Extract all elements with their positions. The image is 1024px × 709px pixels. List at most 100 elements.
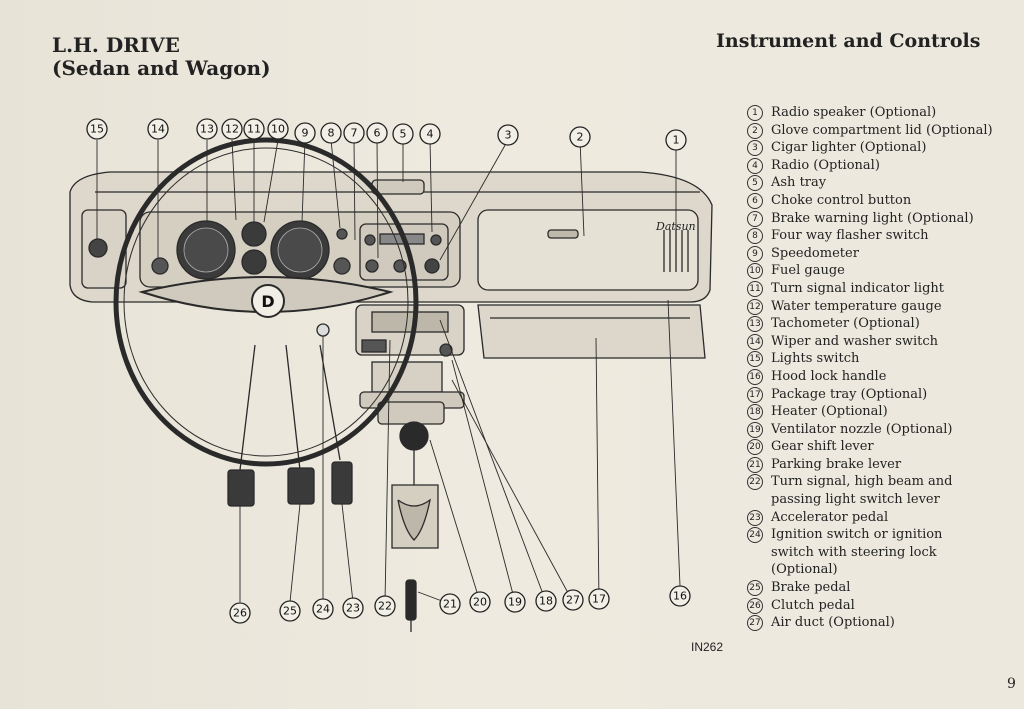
legend-item: 26 Clutch pedal: [747, 597, 1017, 615]
legend-item: 16 Hood lock handle: [747, 368, 1017, 386]
svg-text:18: 18: [539, 595, 553, 608]
legend-item: 7 Brake warning light (Optional): [747, 210, 1017, 228]
legend-label: Fuel gauge: [771, 263, 845, 279]
svg-text:14: 14: [151, 123, 165, 136]
legend-number-badge: 27: [747, 615, 763, 632]
svg-text:25: 25: [283, 605, 297, 618]
dashboard-brand: Datsun: [655, 220, 696, 233]
page-number: 9: [1007, 676, 1016, 692]
brake-pedal: [287, 467, 315, 505]
legend-number-badge: 7: [747, 210, 763, 227]
legend-label: Turn signal, high beam and passing light…: [771, 474, 953, 508]
svg-text:22: 22: [378, 600, 392, 613]
callout-25: 25: [279, 600, 301, 622]
legend-label: Radio speaker (Optional): [771, 105, 937, 120]
legend-number-badge: 5: [747, 175, 763, 192]
svg-text:7: 7: [351, 127, 358, 140]
legend-label: Speedometer: [771, 245, 859, 261]
callout-3: 3: [497, 124, 519, 146]
legend-item: 19 Ventilator nozzle (Optional): [747, 421, 1017, 439]
steering-wheel: [113, 137, 419, 467]
svg-text:8: 8: [328, 127, 335, 140]
top-callouts: 15 14 13 12 11 10 9 8 7 6 5 4 3 2 1: [86, 118, 687, 151]
legend-number-badge: 20: [747, 439, 763, 456]
callout-8: 8: [320, 122, 342, 144]
callout-11: 11: [243, 118, 265, 140]
legend-number-badge: 8: [747, 228, 763, 245]
svg-text:16: 16: [673, 590, 687, 603]
legend-number-badge: 4: [747, 157, 763, 174]
legend-number-badge: 21: [747, 456, 763, 473]
legend-number-badge: 12: [747, 298, 763, 315]
legend-item: 25 Brake pedal: [747, 579, 1017, 597]
callout-22: 22: [374, 595, 396, 617]
legend-item: 14 Wiper and washer switch: [747, 333, 1017, 351]
clutch-pedal: [227, 469, 255, 507]
legend-number-badge: 16: [747, 368, 763, 385]
bottom-callouts: 26 25 24 23 22 21 20 19 18 27 17 16: [229, 585, 691, 624]
callout-19: 19: [504, 591, 526, 613]
svg-text:20: 20: [473, 596, 487, 609]
legend-item: 1 Radio speaker (Optional): [747, 104, 1017, 122]
callout-21: 21: [439, 593, 461, 615]
section-heading-lhd: L.H. DRIVE (Sedan and Wagon): [52, 34, 271, 80]
legend-label: Brake pedal: [771, 580, 851, 596]
legend-number-badge: 10: [747, 263, 763, 280]
legend-label: Wiper and washer switch: [771, 333, 939, 349]
legend-number-badge: 19: [747, 421, 763, 438]
figure-code: IN262: [691, 640, 724, 654]
callout-15: 15: [86, 118, 108, 140]
callout-1: 1: [665, 129, 687, 151]
callout-12: 12: [221, 118, 243, 140]
legend-number-badge: 1: [747, 105, 763, 121]
callout-18: 18: [535, 590, 557, 612]
legend-item: 10 Fuel gauge: [747, 262, 1017, 280]
legend-label: Brake warning light (Optional): [771, 210, 974, 226]
svg-text:1: 1: [673, 134, 680, 147]
svg-text:4: 4: [427, 128, 434, 141]
svg-text:12: 12: [225, 123, 239, 136]
callout-20: 20: [469, 591, 491, 613]
legend-number-badge: 25: [747, 580, 763, 597]
legend-label: Accelerator pedal: [771, 509, 889, 525]
svg-text:6: 6: [374, 127, 381, 140]
svg-text:9: 9: [302, 127, 309, 140]
svg-text:27: 27: [566, 594, 580, 607]
heading-line-2: (Sedan and Wagon): [52, 56, 271, 80]
legend-number-badge: 2: [747, 122, 763, 139]
svg-text:11: 11: [247, 123, 261, 136]
legend-number-badge: 14: [747, 333, 763, 350]
svg-text:3: 3: [505, 129, 512, 142]
callout-5: 5: [392, 123, 414, 145]
svg-text:19: 19: [508, 596, 522, 609]
legend-label: Tachometer (Optional): [771, 316, 920, 332]
legend-label: Ventilator nozzle (Optional): [771, 421, 953, 437]
legend-label: Lights switch: [771, 351, 860, 367]
legend-number-badge: 13: [747, 316, 763, 333]
legend-number-badge: 11: [747, 280, 763, 297]
package-tray: [477, 304, 706, 359]
legend-label: Hood lock handle: [771, 368, 887, 384]
legend-label: Ignition switch or ignition switch with …: [771, 527, 943, 578]
legend-label: Choke control button: [771, 192, 912, 208]
legend-number-badge: 26: [747, 597, 763, 614]
callout-14: 14: [147, 118, 169, 140]
svg-text:5: 5: [400, 128, 407, 141]
legend-label: Clutch pedal: [771, 597, 855, 613]
legend-label: Air duct (Optional): [771, 615, 895, 631]
legend-label: Turn signal indicator light: [771, 280, 944, 296]
callout-23: 23: [342, 597, 364, 619]
